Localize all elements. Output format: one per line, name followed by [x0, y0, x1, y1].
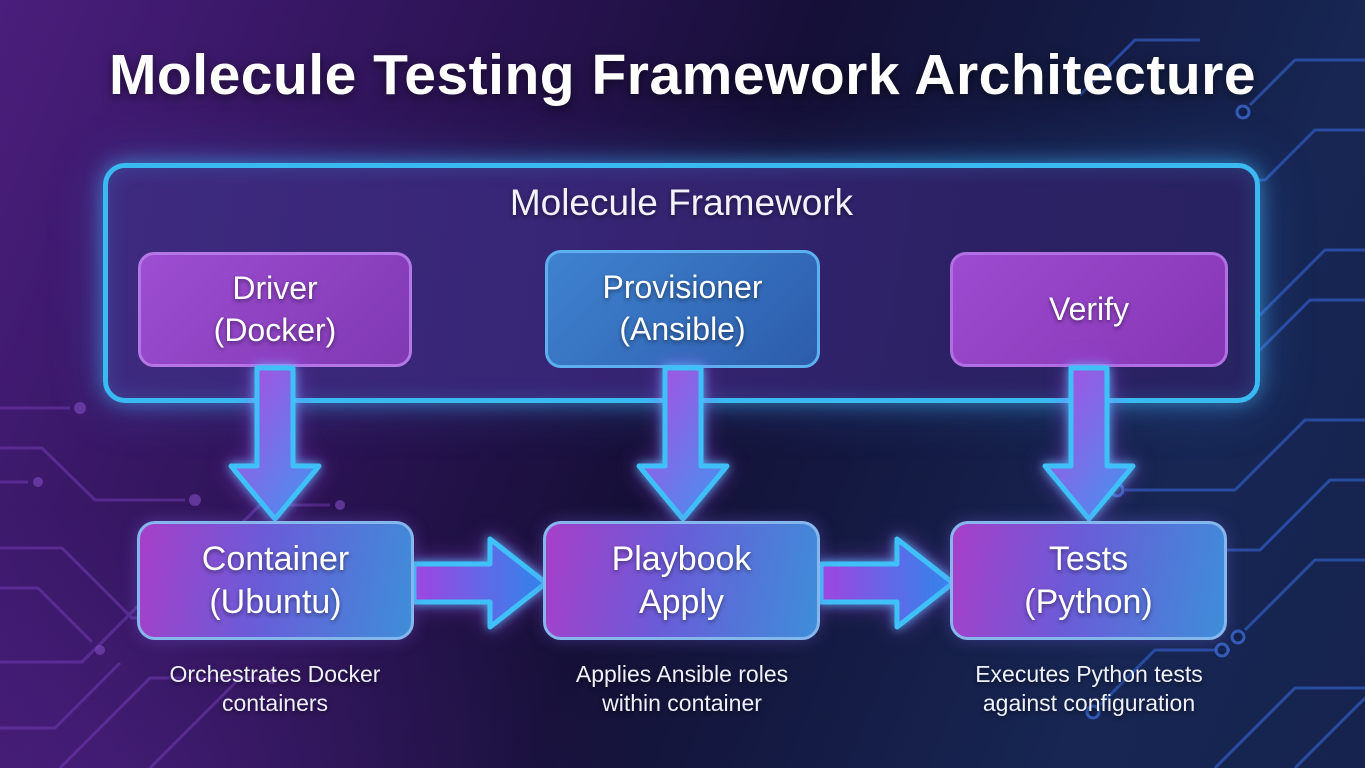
playbook-apply-node: Playbook Apply — [543, 521, 820, 640]
container-node: Container (Ubuntu) — [137, 521, 414, 640]
tests-caption: Executes Python tests against configurat… — [975, 661, 1203, 717]
tests-node: Tests (Python) — [950, 521, 1227, 640]
verify-node: Verify — [950, 252, 1228, 367]
provisioner-node: Provisioner (Ansible) — [545, 250, 820, 368]
driver-node: Driver (Docker) — [138, 252, 412, 367]
tests-node-label: Tests (Python) — [1024, 540, 1153, 621]
page-title: Molecule Testing Framework Architecture — [108, 43, 1257, 107]
container-node-label: Container (Ubuntu) — [201, 540, 350, 621]
arrow-playbook-to-tests-icon — [818, 536, 956, 630]
provisioner-node-label: Provisioner (Ansible) — [602, 269, 763, 347]
playbook-apply-node-label: Playbook Apply — [611, 540, 752, 621]
container-caption: Orchestrates Docker containers — [169, 661, 381, 717]
arrow-container-to-playbook-icon — [411, 536, 549, 630]
framework-heading: Molecule Framework — [509, 182, 854, 223]
driver-node-label: Driver (Docker) — [213, 269, 337, 348]
molecule-framework-box: Molecule Framework Driver (Docker) Provi… — [103, 163, 1260, 403]
verify-node-label: Verify — [1048, 290, 1130, 327]
playbook-apply-caption: Applies Ansible roles within container — [575, 661, 789, 717]
